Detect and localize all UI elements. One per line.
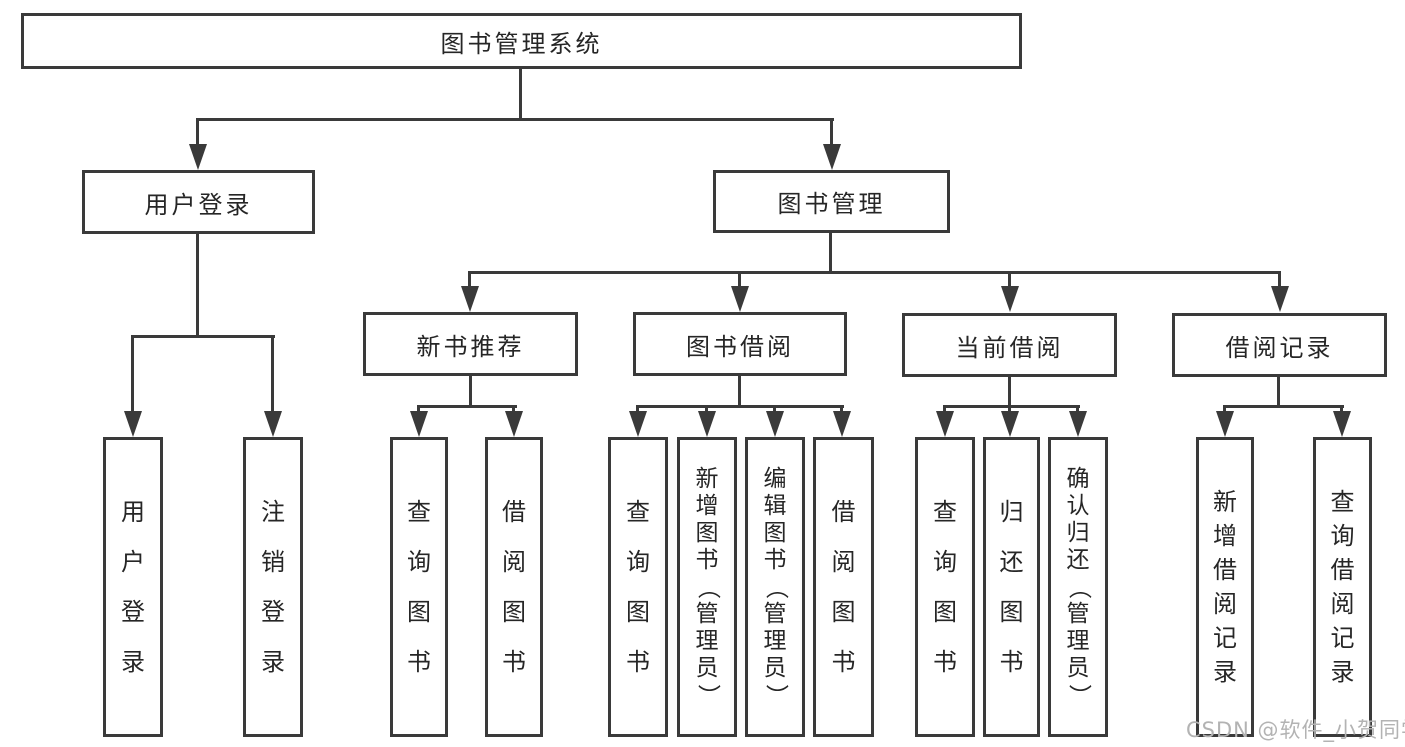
- arrow-head: [1069, 411, 1087, 437]
- node-leaf-borrow-book-label: 借阅图书: [502, 498, 526, 676]
- connector-leaf-drop: [1008, 405, 1011, 415]
- csdn-watermark: CSDN @软件_小贺同学: [1186, 718, 1405, 742]
- node-leaf-query-book-label: 查询图书: [407, 498, 431, 676]
- node-leaf-edit-book-admin: 编辑图书（管理员）: [745, 437, 805, 737]
- node-new-book-recommend: 新书推荐: [363, 312, 578, 376]
- node-library-system: 图书管理系统: [21, 13, 1022, 69]
- connector-leaf-drop: [943, 405, 946, 415]
- connector-current-bar: [943, 405, 1080, 408]
- node-leaf-confirm-return-admin-label: 确认归还（管理员）: [1065, 465, 1092, 707]
- connector-leaf-drop: [705, 405, 708, 415]
- arrow-head: [1001, 286, 1019, 312]
- node-library-system-label: 图书管理系统: [440, 29, 603, 58]
- connector-login-bar: [131, 335, 275, 338]
- node-borrow-records-label: 借阅记录: [1225, 333, 1334, 362]
- node-leaf-borrow-book-newbook: 借阅图书: [485, 437, 543, 737]
- node-leaf-query-book-label: 查询图书: [933, 498, 957, 676]
- connector-leaf-drop: [840, 405, 843, 415]
- connector-to-login-leaf: [131, 335, 134, 413]
- connector-to-book-borrow: [738, 271, 741, 289]
- connector-to-logout-leaf: [271, 335, 274, 413]
- connector-records-stem: [1277, 377, 1280, 408]
- arrow-head: [189, 144, 207, 170]
- arrow-head: [1271, 286, 1289, 312]
- arrow-head: [124, 411, 142, 437]
- connector-leaf-drop: [417, 405, 420, 415]
- arrow-head: [264, 411, 282, 437]
- node-leaf-logout-label: 注销登录: [261, 498, 285, 676]
- arrow-head: [629, 411, 647, 437]
- connector-mgmt-bar: [468, 271, 1281, 274]
- node-leaf-logout: 注销登录: [243, 437, 303, 737]
- connector-records-bar: [1223, 405, 1344, 408]
- node-leaf-query-book-label: 查询图书: [626, 498, 650, 676]
- arrow-head: [833, 411, 851, 437]
- connector-borrow-bar: [636, 405, 844, 408]
- connector-borrow-stem: [738, 376, 741, 408]
- node-user-login-module-label: 用户登录: [144, 190, 253, 219]
- arrow-head: [936, 411, 954, 437]
- connector-mgmt-stem: [829, 233, 832, 274]
- node-leaf-borrow-book-label: 借阅图书: [831, 498, 856, 676]
- node-leaf-add-borrow-record: 新增借阅记录: [1196, 437, 1254, 737]
- connector-to-borrow-records: [1278, 271, 1281, 289]
- connector-newbook-bar: [417, 405, 517, 408]
- arrow-head: [731, 286, 749, 312]
- arrow-head: [461, 286, 479, 312]
- connector-root-bar: [197, 118, 834, 121]
- node-leaf-return-book-label: 归还图书: [999, 498, 1024, 676]
- node-current-borrow: 当前借阅: [902, 313, 1117, 377]
- node-leaf-user-login-label: 用户登录: [121, 498, 145, 676]
- arrow-head: [698, 411, 716, 437]
- connector-to-new-book: [468, 271, 471, 289]
- connector-to-current-borrow: [1008, 271, 1011, 289]
- node-book-borrow-label: 图书借阅: [686, 332, 794, 361]
- node-leaf-query-borrow-record-label: 查询借阅记录: [1330, 488, 1355, 686]
- arrow-head: [1001, 411, 1019, 437]
- connector-leaf-drop: [1223, 405, 1226, 415]
- node-leaf-edit-book-admin-label: 编辑图书（管理员）: [762, 465, 789, 707]
- arrow-head: [823, 144, 841, 170]
- node-leaf-add-book-admin: 新增图书（管理员）: [677, 437, 737, 737]
- connector-current-stem: [1008, 377, 1011, 408]
- node-leaf-query-borrow-record: 查询借阅记录: [1313, 437, 1372, 737]
- arrow-head: [1333, 411, 1351, 437]
- connector-leaf-drop: [636, 405, 639, 415]
- node-new-book-recommend-label: 新书推荐: [416, 332, 525, 361]
- connector-leaf-drop: [512, 405, 515, 415]
- node-leaf-add-borrow-record-label: 新增借阅记录: [1213, 488, 1237, 686]
- arrow-head: [505, 411, 523, 437]
- connector-leaf-drop: [1340, 405, 1343, 415]
- node-user-login-module: 用户登录: [82, 170, 315, 234]
- node-book-borrow: 图书借阅: [633, 312, 847, 376]
- connector-leaf-drop: [773, 405, 776, 415]
- connector-leaf-drop: [1076, 405, 1079, 415]
- node-leaf-query-book-newbook: 查询图书: [390, 437, 448, 737]
- node-borrow-records: 借阅记录: [1172, 313, 1387, 377]
- arrow-head: [410, 411, 428, 437]
- node-leaf-add-book-admin-label: 新增图书（管理员）: [694, 465, 721, 707]
- node-leaf-confirm-return-admin: 确认归还（管理员）: [1048, 437, 1108, 737]
- arrow-head: [1216, 411, 1234, 437]
- node-leaf-borrow-book: 借阅图书: [813, 437, 874, 737]
- node-book-management-label: 图书管理: [777, 190, 886, 218]
- node-leaf-query-book-borrow: 查询图书: [608, 437, 668, 737]
- node-leaf-query-book-current: 查询图书: [915, 437, 975, 737]
- connector-root-stem: [519, 69, 522, 121]
- node-leaf-return-book: 归还图书: [983, 437, 1040, 737]
- connector-to-book-mgmt: [830, 118, 833, 148]
- connector-login-stem: [196, 234, 199, 338]
- node-leaf-user-login: 用户登录: [103, 437, 163, 737]
- connector-to-user-login: [196, 118, 199, 148]
- node-current-borrow-label: 当前借阅: [955, 333, 1064, 362]
- arrow-head: [766, 411, 784, 437]
- node-book-management: 图书管理: [713, 170, 950, 233]
- connector-newbook-stem: [469, 376, 472, 408]
